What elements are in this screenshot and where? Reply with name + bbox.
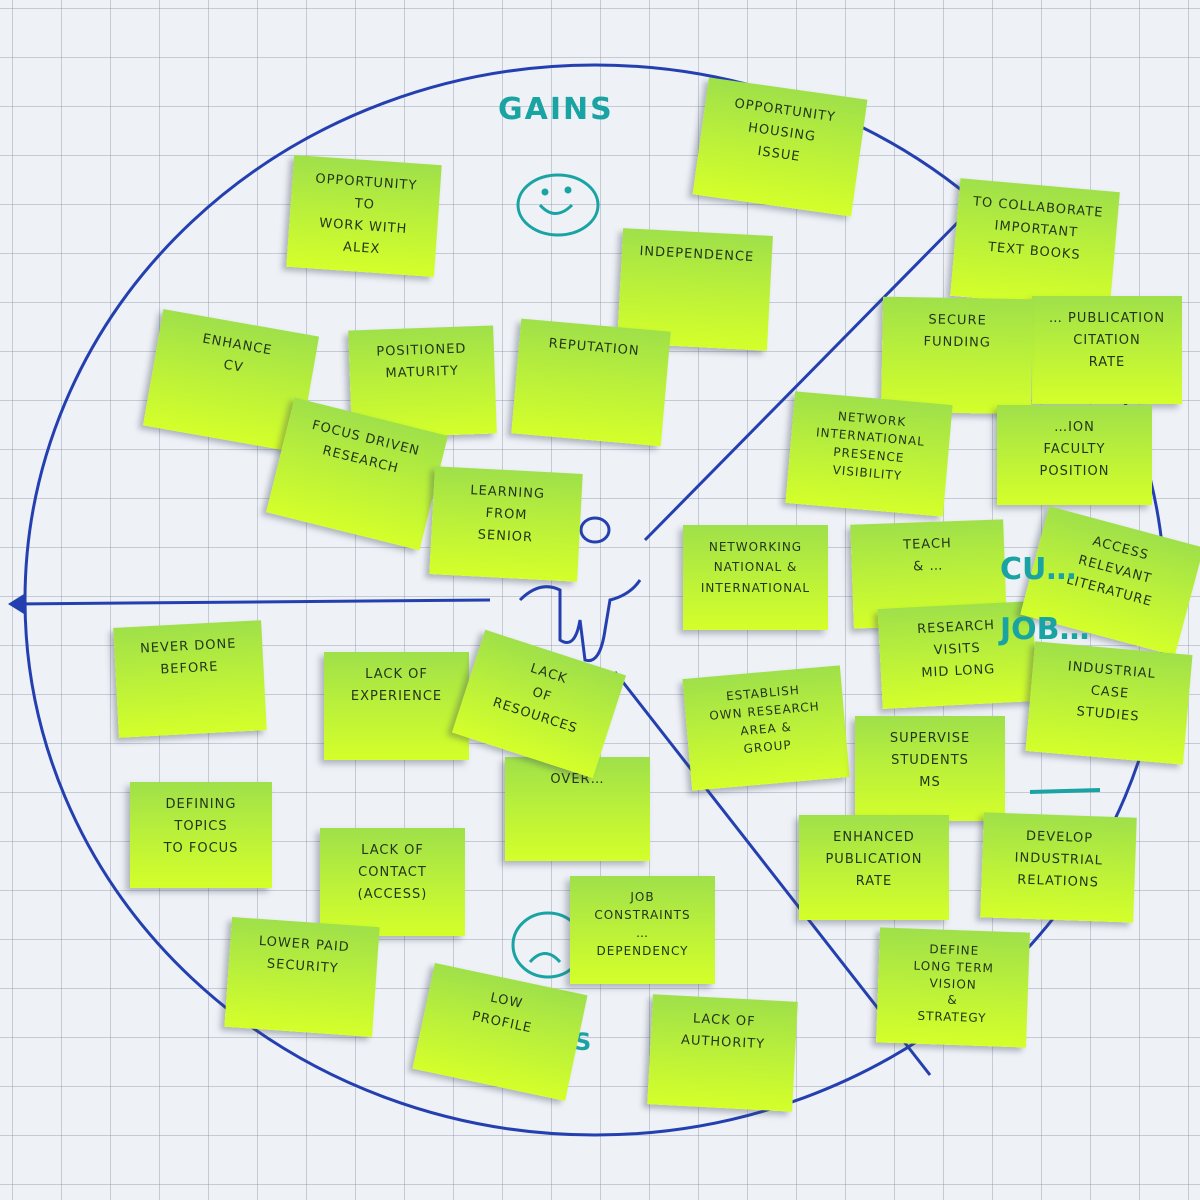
customer-jobs-label: CU… JOB… (1000, 552, 1090, 647)
person-figure-icon (518, 516, 642, 663)
sticky-note[interactable]: Lack of authority (647, 994, 798, 1112)
sticky-note[interactable]: Job constraints … dependency (570, 876, 715, 984)
marker-underline (1029, 788, 1101, 794)
sticky-note[interactable]: Define long term vision & strategy (876, 927, 1030, 1048)
sticky-note[interactable]: Lack of contact (access) (320, 828, 465, 936)
sticky-note[interactable]: Opportunity housing issue (692, 77, 868, 217)
sticky-note[interactable]: Defining topics to focus (130, 782, 272, 888)
sticky-note[interactable]: Opportunity to work with Alex (286, 154, 442, 278)
sticky-note[interactable]: Learning from senior (429, 466, 583, 582)
sticky-note[interactable]: Establish own research area & group (682, 665, 850, 791)
sticky-note[interactable]: Never done before (113, 620, 267, 738)
gains-label: GAINS (498, 92, 614, 127)
sticky-note[interactable]: Secure funding (881, 296, 1033, 415)
arrow-head-icon (8, 594, 24, 614)
sticky-note[interactable]: Networking national & international (683, 525, 828, 630)
sticky-note[interactable]: …ion faculty position (997, 405, 1152, 505)
sticky-note[interactable]: Network international presence visibilit… (785, 391, 953, 517)
smiley-icon (516, 173, 600, 237)
arrow-line (13, 598, 491, 606)
sticky-note[interactable]: … publication citation rate (1032, 296, 1182, 404)
sticky-note[interactable]: Enhanced publication rate (799, 815, 949, 920)
sticky-note[interactable]: Develop industrial relations (980, 812, 1137, 923)
sticky-note[interactable]: Reputation (511, 318, 671, 447)
sticky-note[interactable]: To collaborate important text books (950, 178, 1120, 310)
sticky-note[interactable]: Lower paid security (224, 916, 380, 1038)
divider-line-gains (643, 213, 967, 542)
sticky-note[interactable]: Lack of experience (324, 652, 469, 760)
sticky-note[interactable]: Supervise students MS (855, 716, 1005, 821)
